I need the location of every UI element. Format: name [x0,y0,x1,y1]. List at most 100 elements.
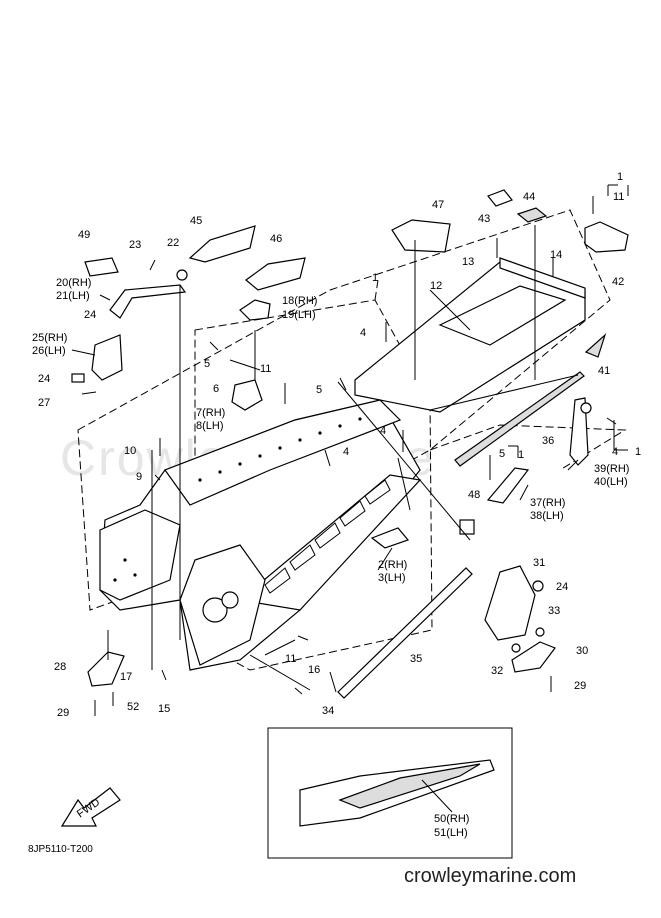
callout-l14: 14 [550,249,562,261]
bracket-30 [511,641,556,673]
callout-l36: 36 [542,435,554,447]
leader-50 [421,779,453,813]
callout-l5b: 5 [316,384,322,396]
nut-24 [71,373,85,383]
callout-l49: 49 [78,229,90,241]
gusset-2 [370,527,410,549]
callout-l33: 33 [548,605,560,617]
bolt-32 [511,643,521,653]
deck-panel-inner [438,285,567,346]
side-frame-left [99,509,181,601]
strap-clip [580,402,592,414]
callout-l17: 17 [120,671,132,683]
callout-l22: 22 [167,237,179,249]
callout-l7: 7(RH) [196,407,225,419]
callout-l51: 51(LH) [434,827,468,839]
callout-l19: 19(LH) [282,309,316,321]
callout-l5a: 5 [204,358,210,370]
callout-l24c: 24 [556,581,568,593]
callout-l37: 37(RH) [530,497,565,509]
leader-lines [71,184,629,691]
decal-46 [245,257,306,291]
callout-l45: 45 [190,215,202,227]
side-plate-37 [486,467,530,504]
callout-l9: 9 [136,471,142,483]
grommet-22 [176,269,188,281]
callout-l13: 13 [462,256,474,268]
label-44 [516,207,548,223]
frame-hole-a [202,597,228,623]
side-decal-stripe [338,763,481,809]
bolt-33 [535,627,545,637]
callout-l4b: 4 [380,425,386,437]
reflector-41 [584,333,607,358]
footrest-31 [484,565,536,641]
callout-l27: 27 [38,397,50,409]
callout-l38: 38(LH) [530,510,564,522]
callout-l1c: 1 [635,446,641,458]
decal-45 [188,225,256,263]
callout-l43: 43 [478,213,490,225]
callout-l15: 15 [158,703,170,715]
callout-l23: 23 [129,239,141,251]
callout-l4d: 4 [343,446,349,458]
callout-l32: 32 [491,665,503,677]
callout-l24a: 24 [84,309,96,321]
callout-l28: 28 [54,661,66,673]
nut-24c [532,580,544,592]
callout-l11c: 11 [285,653,296,665]
callout-l10: 10 [124,445,136,457]
callout-l11a: 11 [613,191,624,203]
callout-l4a: 4 [360,327,366,339]
tow-rod-35 [337,567,473,699]
decal-box [267,727,513,859]
callout-l16: 16 [308,664,320,676]
rail-rod [429,374,579,411]
diagram-code: 8JP5110-T200 [28,844,93,855]
bracket-7 [231,379,263,411]
callout-l34: 34 [322,705,334,717]
callout-l29a: 29 [574,680,586,692]
fasteners [81,196,617,716]
site-name: crowleymarine.com [404,865,576,887]
callout-l3: 3(LH) [378,572,406,584]
callout-l42: 42 [612,276,624,288]
callout-l6: 6 [213,383,219,395]
bumper-28 [87,651,125,687]
callout-l26: 26(LH) [32,345,66,357]
callout-l41: 41 [598,365,610,377]
callout-l4c: 4 [612,446,618,458]
grab-bar-20 [109,284,187,319]
callout-l29b: 29 [57,707,69,719]
callout-l46: 46 [270,233,282,245]
rear-rail [499,257,586,299]
callout-l40: 40(LH) [594,476,628,488]
callout-l24b: 24 [38,373,50,385]
callout-l50: 50(RH) [434,813,469,825]
callout-l30: 30 [576,645,588,657]
boot-18 [239,299,271,321]
rail-cutouts [264,479,391,594]
callout-l11b: 11 [260,363,271,375]
callout-l18: 18(RH) [282,295,317,307]
fwd-arrow-icon: FWD [60,787,121,827]
side-rail-36 [454,371,585,467]
callout-l21: 21(LH) [56,290,90,302]
leader-1 [374,279,379,301]
callout-l48: 48 [468,489,480,501]
label-47 [391,219,451,253]
callout-l1d: 1 [518,449,524,461]
rear-strap-39 [569,397,589,466]
assembly-outline-rear [429,424,627,471]
callout-l20: 20(RH) [56,277,91,289]
callout-l2: 2(RH) [378,559,407,571]
cover-49 [84,257,119,277]
callout-l5c: 5 [499,448,505,460]
rear-bracket-42 [584,221,629,253]
callout-l52: 52 [127,701,139,713]
callout-l25: 25(RH) [32,332,67,344]
label-43 [487,189,513,207]
callout-l1b: 1 [372,272,378,284]
